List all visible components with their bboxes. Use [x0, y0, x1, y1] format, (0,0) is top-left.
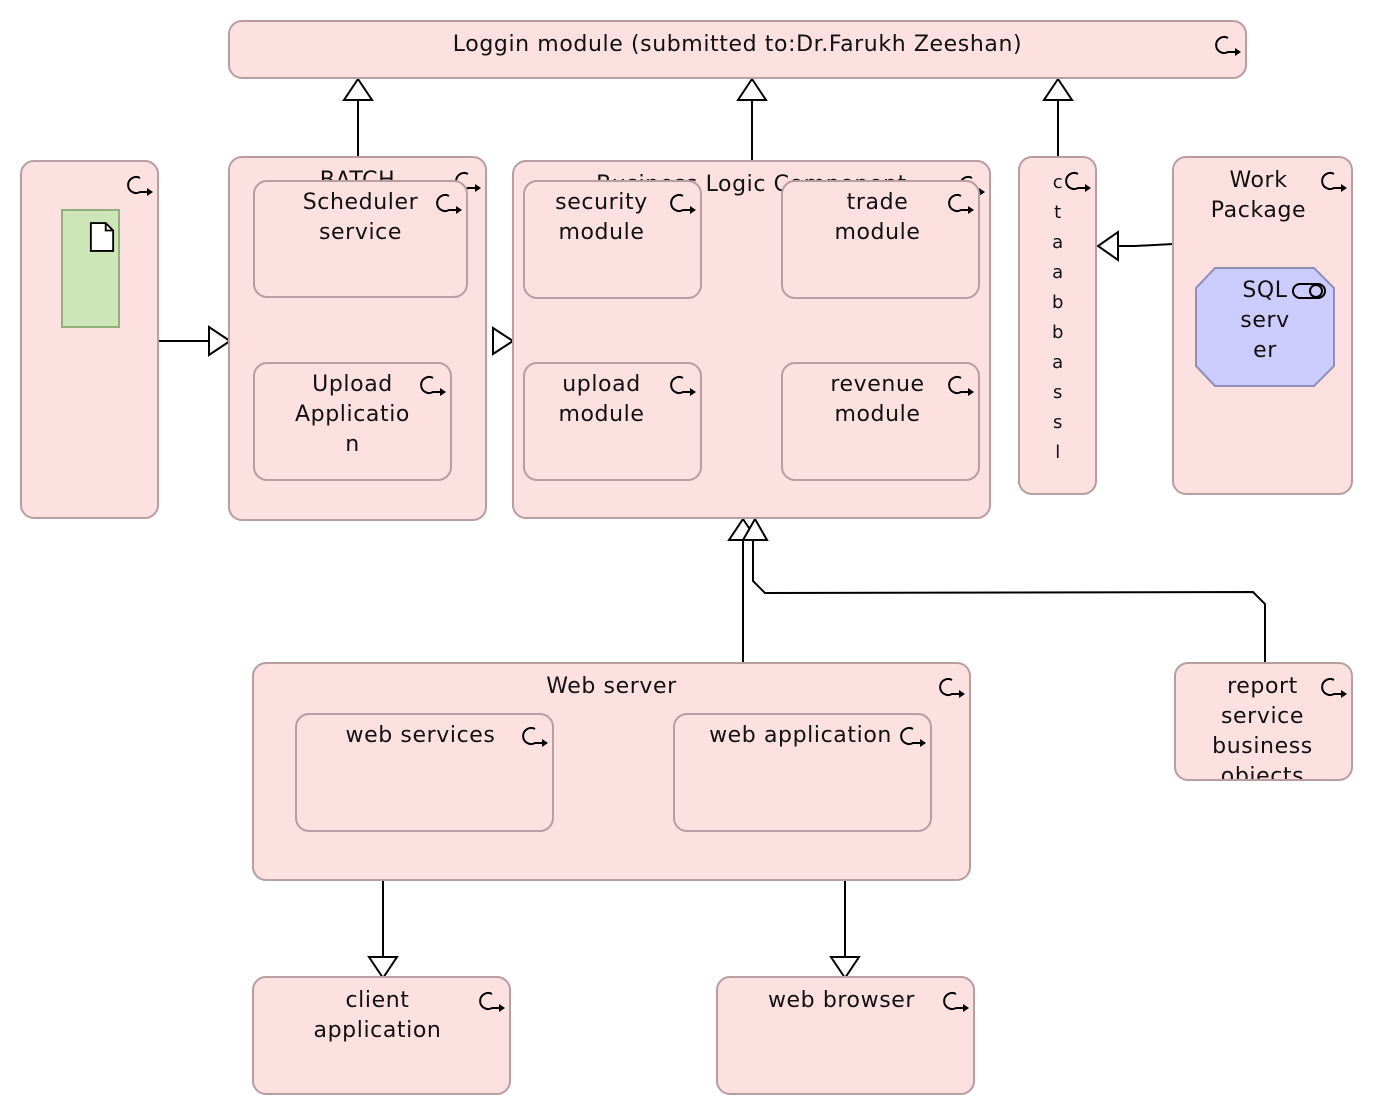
toggle-icon	[1292, 283, 1326, 299]
scheduler-service-component[interactable]: Scheduler service	[253, 180, 468, 298]
arrowhead-webserver-to-client	[367, 956, 399, 980]
revenue-module-component[interactable]: revenue module	[781, 362, 980, 481]
security-module-label: security module	[555, 190, 648, 245]
arrowhead-webserver-to-browser	[829, 956, 861, 980]
connector-workpackage-to-database	[1118, 243, 1174, 247]
arrowhead-report-to-logic	[741, 516, 769, 541]
unnamed-component[interactable]	[20, 160, 159, 519]
arrowhead-batch-to-logic	[492, 326, 515, 356]
login-module-component[interactable]: Loggin module (submitted to:Dr.Farukh Ze…	[228, 20, 1247, 79]
web-services-label: web services	[345, 723, 496, 748]
arrowhead-webserver-to-logic	[727, 517, 759, 541]
process-cycle-icon	[939, 678, 965, 698]
batch-component[interactable]: BATCH Scheduler service Upload Applicati…	[228, 156, 487, 521]
business-logic-component[interactable]: Business Logic Component security module…	[512, 160, 991, 519]
web-application-component[interactable]: web application	[673, 713, 932, 832]
database-component[interactable]: c t a a b b a s s l	[1018, 156, 1097, 495]
report-service-component[interactable]: report service business objects	[1174, 662, 1353, 781]
arrowhead-batch-to-login	[342, 77, 374, 101]
process-cycle-icon	[1321, 172, 1347, 192]
sql-server-label: SQL serv er	[1240, 278, 1290, 363]
revenue-module-label: revenue module	[830, 372, 925, 427]
document-icon	[89, 222, 115, 252]
process-cycle-icon	[670, 194, 696, 214]
upload-application-label: Upload Applicatio n	[295, 372, 410, 457]
security-module-component[interactable]: security module	[523, 180, 702, 299]
process-cycle-icon	[670, 376, 696, 396]
process-cycle-icon	[420, 376, 446, 396]
work-package-component[interactable]: Work Package SQL serv er	[1172, 156, 1353, 495]
upload-module-component[interactable]: upload module	[523, 362, 702, 481]
process-cycle-icon	[127, 176, 153, 196]
process-cycle-icon	[948, 194, 974, 214]
upload-application-component[interactable]: Upload Applicatio n	[253, 362, 452, 481]
arrowhead-logic-to-login	[736, 77, 768, 101]
web-server-label: Web server	[546, 674, 677, 699]
client-application-component[interactable]: client application	[252, 976, 511, 1095]
process-cycle-icon	[436, 194, 462, 214]
process-cycle-icon	[522, 727, 548, 747]
web-server-component[interactable]: Web server web services web application	[252, 662, 971, 881]
upload-module-label: upload module	[558, 372, 645, 427]
process-cycle-icon	[943, 992, 969, 1012]
web-application-label: web application	[709, 723, 892, 748]
process-cycle-icon	[1215, 36, 1241, 56]
arrowhead-database-to-login	[1042, 77, 1074, 101]
connector-report-to-logic	[752, 540, 1266, 662]
arrowhead-workpackage-to-database	[1096, 230, 1119, 262]
process-cycle-icon	[1063, 170, 1091, 192]
database-label: c t a a b b a s s l	[1051, 172, 1065, 463]
process-cycle-icon	[479, 992, 505, 1012]
trade-module-component[interactable]: trade module	[781, 180, 980, 299]
arrowhead-left-to-batch	[208, 325, 232, 357]
process-cycle-icon	[1321, 678, 1347, 698]
web-browser-label: web browser	[767, 988, 916, 1013]
process-cycle-icon	[948, 376, 974, 396]
work-package-label: Work Package	[1210, 168, 1307, 223]
process-cycle-icon	[900, 727, 926, 747]
client-application-label: client application	[313, 988, 442, 1043]
report-service-label: report service business objects	[1212, 674, 1313, 781]
scheduler-service-label: Scheduler service	[302, 190, 419, 245]
artifact-element[interactable]	[61, 209, 120, 328]
web-browser-component[interactable]: web browser	[716, 976, 975, 1095]
login-module-label: Loggin module (submitted to:Dr.Farukh Ze…	[452, 32, 1023, 57]
trade-module-label: trade module	[834, 190, 921, 245]
web-services-component[interactable]: web services	[295, 713, 554, 832]
